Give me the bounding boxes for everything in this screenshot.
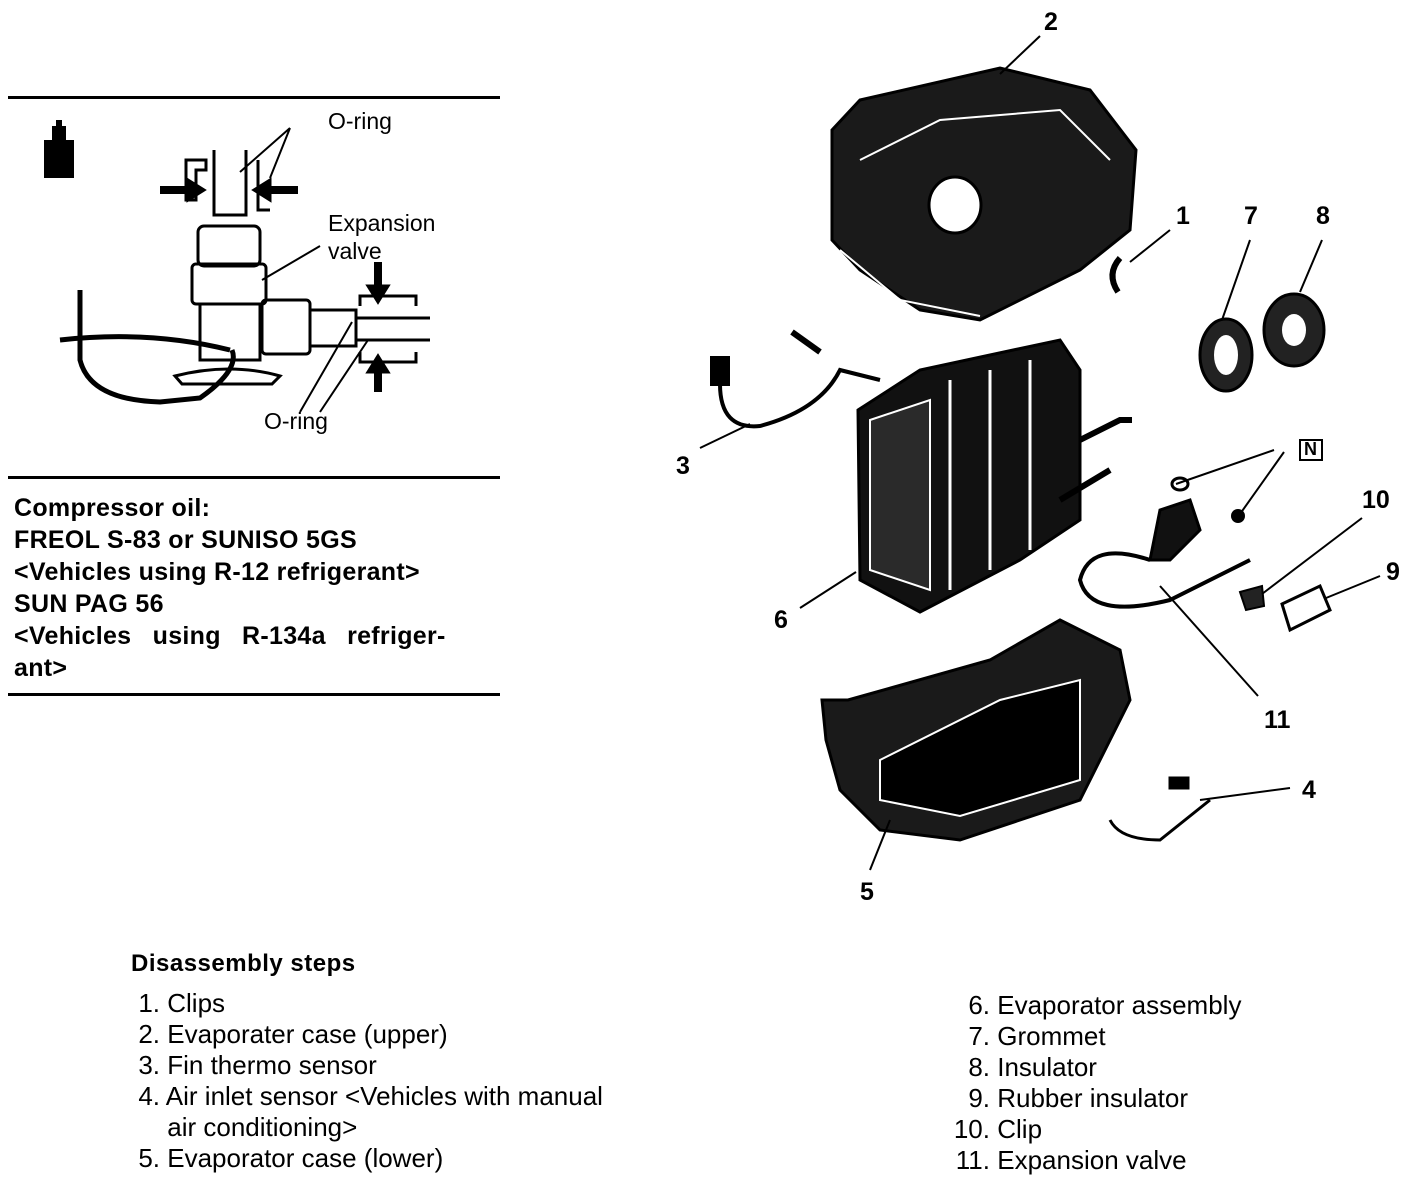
- step-text: Fin thermo sensor: [167, 1050, 377, 1080]
- evaporator-case-lower: [820, 618, 1132, 842]
- step-item: 7. Grommet: [940, 1021, 1106, 1051]
- step-item: 10. Clip: [940, 1116, 1042, 1142]
- step-text: Evaporator case (lower): [167, 1143, 444, 1173]
- step-item: 9. Rubber insulator: [940, 1085, 1188, 1111]
- step-number: 9.: [968, 1083, 990, 1113]
- expansion-valve-part: [1077, 498, 1251, 609]
- inset-middle-rule: [8, 476, 500, 479]
- compressor-oil-line: FREOL S-83 or SUNISO 5GS: [14, 526, 357, 554]
- step-text: Grommet: [997, 1021, 1106, 1051]
- callout-9: 9: [1386, 558, 1400, 586]
- expansion-valve-detail: [59, 127, 430, 413]
- step-text: Air inlet sensor <Vehicles with manual: [165, 1081, 603, 1111]
- step-text: Evaporator assembly: [997, 990, 1242, 1020]
- callout-1: 1: [1176, 202, 1190, 230]
- n-mark: N: [1304, 439, 1317, 459]
- step-number: 8.: [968, 1052, 990, 1082]
- step-number: 6.: [968, 990, 990, 1020]
- step-text: Expansion valve: [997, 1145, 1187, 1175]
- step-number: 4.: [138, 1081, 160, 1111]
- step-item: 6. Evaporator assembly: [940, 992, 1241, 1018]
- compressor-oil-note: Compressor oil: FREOL S-83 or SUNISO 5GS…: [14, 492, 446, 684]
- fin-thermo-sensor: [710, 329, 881, 429]
- callout-7: 7: [1244, 202, 1258, 230]
- step-number: 11.: [955, 1145, 990, 1175]
- callout-3: 3: [676, 452, 690, 480]
- step-item: 2. Evaporater case (upper): [132, 1019, 448, 1049]
- step-item: 4. Air inlet sensor <Vehicles with manua…: [132, 1083, 603, 1109]
- clip-part: [1109, 256, 1123, 294]
- callout-11: 11: [1264, 706, 1291, 734]
- callout-8: 8: [1316, 202, 1330, 230]
- evaporator-assembly: [856, 338, 1132, 614]
- step-text: Rubber insulator: [997, 1083, 1189, 1113]
- step-item: 3. Fin thermo sensor: [132, 1050, 377, 1080]
- step-item: 5. Evaporator case (lower): [132, 1145, 443, 1171]
- step-item: 1. Clips: [132, 990, 225, 1016]
- evaporator-case-upper: [830, 66, 1138, 322]
- step-text: Insulator: [997, 1052, 1097, 1082]
- step-text: air conditioning>: [167, 1112, 358, 1142]
- step-item: 8. Insulator: [940, 1054, 1097, 1080]
- callout-6: 6: [774, 606, 788, 634]
- step-text: Clips: [167, 988, 226, 1018]
- oil-can-icon: [44, 120, 74, 178]
- expansion-valve-label-line1: Expansion: [328, 210, 436, 236]
- step-number: 1.: [138, 988, 160, 1018]
- callout-4: 4: [1302, 776, 1316, 804]
- step-number: 3.: [138, 1050, 160, 1080]
- inset-top-rule: [8, 96, 500, 99]
- callout-2: 2: [1044, 8, 1058, 36]
- steps-title: Disassembly steps: [131, 950, 356, 977]
- step-number: 2.: [138, 1019, 160, 1049]
- inset-bottom-rule: [8, 693, 500, 696]
- step-item: 11. Expansion valve: [940, 1147, 1187, 1173]
- air-inlet-sensor: [1108, 776, 1211, 842]
- oring-bottom-label: O-ring: [264, 408, 328, 434]
- callout-10: 10: [1362, 486, 1390, 514]
- step-number: 7.: [968, 1021, 990, 1051]
- compressor-oil-line: <Vehicles using R-134a refriger-: [14, 622, 446, 650]
- step-text: Evaporater case (upper): [167, 1019, 448, 1049]
- step-number: 10.: [953, 1114, 990, 1144]
- compressor-oil-line: SUN PAG 56: [14, 590, 164, 618]
- compressor-oil-line: Compressor oil:: [14, 494, 211, 522]
- step-item: air conditioning>: [132, 1114, 357, 1140]
- oring-top-label: O-ring: [328, 108, 392, 134]
- compressor-oil-line: ant>: [14, 654, 68, 682]
- step-number: 5.: [138, 1143, 160, 1173]
- step-text: Clip: [997, 1114, 1043, 1144]
- callout-5: 5: [860, 878, 874, 906]
- compressor-oil-line: <Vehicles using R-12 refrigerant>: [14, 558, 420, 586]
- expansion-valve-label-line2: valve: [328, 238, 382, 264]
